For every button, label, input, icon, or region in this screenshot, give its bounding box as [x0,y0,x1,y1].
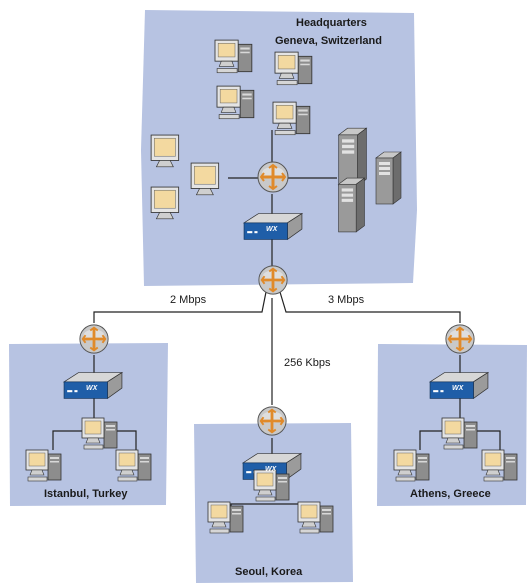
router-hq-core [256,160,290,194]
router-hq-edge [257,264,289,296]
wx-badge-athens: WX [452,385,465,392]
link-speed-istanbul: 2 Mbps [170,294,207,306]
wx-badge-istanbul: WX [86,385,99,392]
wx-badge-seoul: WX [265,466,278,473]
router-athens [444,323,476,355]
router-istanbul [78,323,110,355]
hq-title: Headquarters [296,17,367,29]
seoul-label: Seoul, Korea [235,566,303,578]
link-speed-athens: 3 Mbps [328,294,365,306]
router-seoul [256,405,288,437]
wan-links [52,130,501,519]
athens-label: Athens, Greece [410,488,491,500]
link-athens [279,291,461,323]
server-hq-3 [338,177,365,233]
wx-badge-hq: WX [266,226,279,233]
server-hq-1 [338,127,367,187]
hq-location: Geneva, Switzerland [275,35,382,47]
istanbul-label: Istanbul, Turkey [44,488,128,500]
hq-region [141,10,417,286]
seoul-region [194,423,353,583]
link-istanbul [93,291,267,323]
link-speed-seoul: 256 Kbps [284,357,331,369]
server-hq-2 [375,151,402,205]
